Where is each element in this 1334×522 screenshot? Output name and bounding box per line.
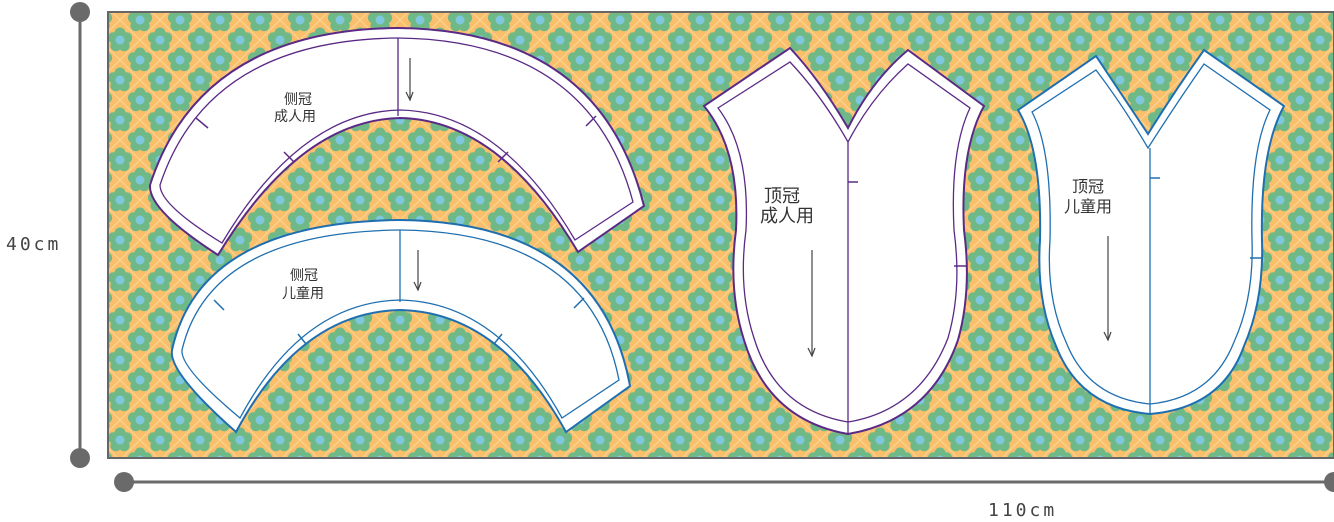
height-dimension-top-dot [70,2,90,22]
side-crown-adult-label-line2: 成人用 [274,109,316,125]
side-crown-child-label-line2: 儿童用 [282,285,324,302]
top-crown-adult-piece: 顶冠 成人用 [702,46,986,436]
side-crown-adult-notch [497,151,509,163]
side-crown-adult-notch [283,151,295,163]
side-crown-child-notch [297,333,307,345]
height-dimension: 40cm [6,2,90,468]
top-crown-child-label-line1: 顶冠 [1072,177,1104,196]
side-crown-adult-sew-line [159,37,634,244]
top-crown-adult-label-line2: 成人用 [760,206,814,227]
height-label: 40cm [6,234,61,255]
side-crown-child-label-line1: 侧冠 [290,268,318,284]
height-dimension-bottom-dot [70,448,90,468]
side-crown-child-notch [493,333,503,345]
side-crown-adult-notch [585,115,597,127]
width-dimension: 110cm [114,472,1334,521]
side-crown-adult-cut-line [148,26,646,257]
grainline-arrow-head [1103,331,1112,342]
side-crown-adult-notch [195,117,209,129]
side-crown-child-notch [213,299,225,311]
width-label: 110cm [988,500,1057,521]
width-dimension-right-dot [1324,472,1334,492]
side-crown-adult-piece: 侧冠 成人用 [148,26,646,257]
side-crown-child-piece: 侧冠 儿童用 [170,218,632,434]
width-dimension-left-dot [114,472,134,492]
grainline-arrow-head [807,347,816,358]
side-crown-adult-label-line1: 侧冠 [284,92,312,108]
top-crown-child-label-line2: 儿童用 [1064,197,1112,216]
side-crown-child-cut-line [170,218,632,434]
grainline-arrow-head [413,281,422,292]
grainline-arrow-head [405,91,414,102]
side-crown-child-notch [573,297,585,309]
side-crown-child-sew-line [181,229,620,420]
top-crown-child-piece: 顶冠 儿童用 [1016,48,1286,416]
top-crown-adult-label-line1: 顶冠 [764,186,800,207]
